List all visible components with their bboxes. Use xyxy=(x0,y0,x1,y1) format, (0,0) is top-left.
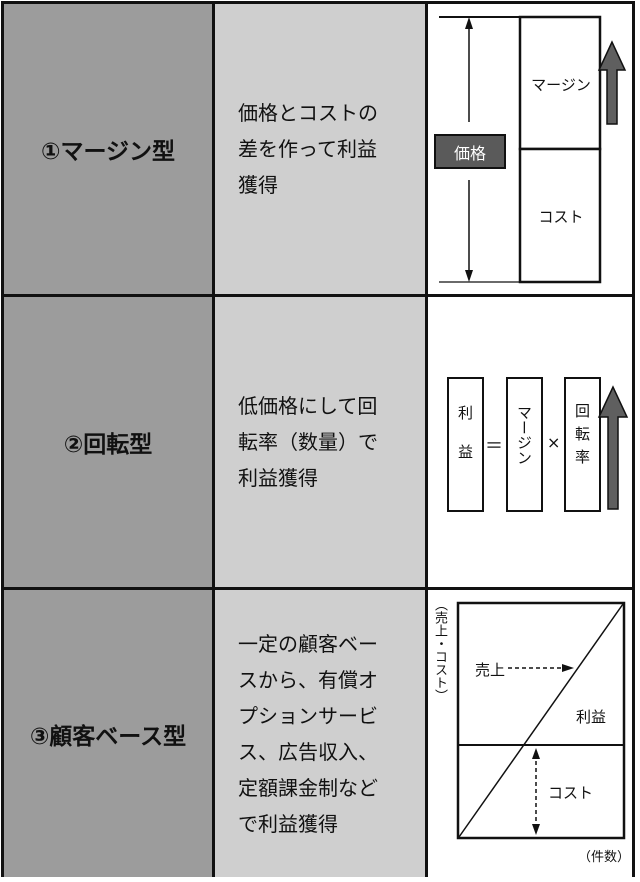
up-arrow-icon xyxy=(597,40,627,125)
row-divider xyxy=(4,294,632,297)
type-label: ③顧客ベース型 xyxy=(29,723,187,750)
description-cell: 低価格にして回 転率（数量）で 利益獲得 xyxy=(215,297,428,587)
sales-cost-chart xyxy=(456,601,626,840)
type-label: ①マージン型 xyxy=(40,139,175,165)
row-divider xyxy=(4,587,632,590)
cost-label: コスト xyxy=(548,784,594,802)
cost-label: コスト xyxy=(538,208,584,226)
description-text: 価格とコストの 差を作って利益 獲得 xyxy=(238,101,378,197)
description-text: 一定の顧客ベー スから、有償オ プションサービ ス、広告収入、 定額課金制など … xyxy=(238,631,378,836)
diagram-cell: 利益 ＝ マージン × 回転率 xyxy=(428,297,632,587)
type-label: ②回転型 xyxy=(63,432,153,458)
x-axis-label: （件数） xyxy=(578,850,631,865)
type-cell: ②回転型 xyxy=(4,297,215,587)
margin-box xyxy=(506,377,543,512)
row-turnover-model: ②回転型 低価格にして回 転率（数量）で 利益獲得 利益 ＝ マージン × 回転… xyxy=(4,297,632,587)
description-cell: 一定の顧客ベー スから、有償オ プションサービ ス、広告収入、 定額課金制など … xyxy=(215,590,428,877)
sales-label: 売上 xyxy=(475,661,506,679)
profit-label: 利益 xyxy=(456,405,474,483)
profit-box xyxy=(447,377,484,512)
diagram-cell: 価格 マージン コスト xyxy=(428,4,632,294)
description-text: 低価格にして回 転率（数量）で 利益獲得 xyxy=(238,394,378,490)
turnover-arrow xyxy=(597,385,629,510)
times-sign: × xyxy=(547,433,561,452)
margin-diagram xyxy=(439,15,627,284)
price-tag: 価格 xyxy=(434,134,506,169)
description-cell: 価格とコストの 差を作って利益 獲得 xyxy=(215,4,428,294)
type-cell: ①マージン型 xyxy=(4,4,215,294)
turnover-label: 回転率 xyxy=(573,403,591,472)
turnover-box xyxy=(564,377,601,512)
profit-label: 利益 xyxy=(576,708,607,726)
row-customer-base-model: ③顧客ベース型 一定の顧客ベー スから、有償オ プションサービ ス、広告収入、 … xyxy=(4,590,632,877)
equals-sign: ＝ xyxy=(485,436,503,457)
row-margin-model: ①マージン型 価格とコストの 差を作って利益 獲得 価格 xyxy=(4,4,632,294)
price-label: 価格 xyxy=(453,143,486,163)
y-axis-label: （売上・コスト） xyxy=(432,598,447,702)
diagram-cell: （売上・コスト） 売上 利益 コスト （件数） xyxy=(428,590,632,877)
type-cell: ③顧客ベース型 xyxy=(4,590,215,877)
up-arrow-icon xyxy=(597,385,629,510)
margin-label: マージン xyxy=(531,76,591,94)
margin-label: マージン xyxy=(515,405,533,465)
